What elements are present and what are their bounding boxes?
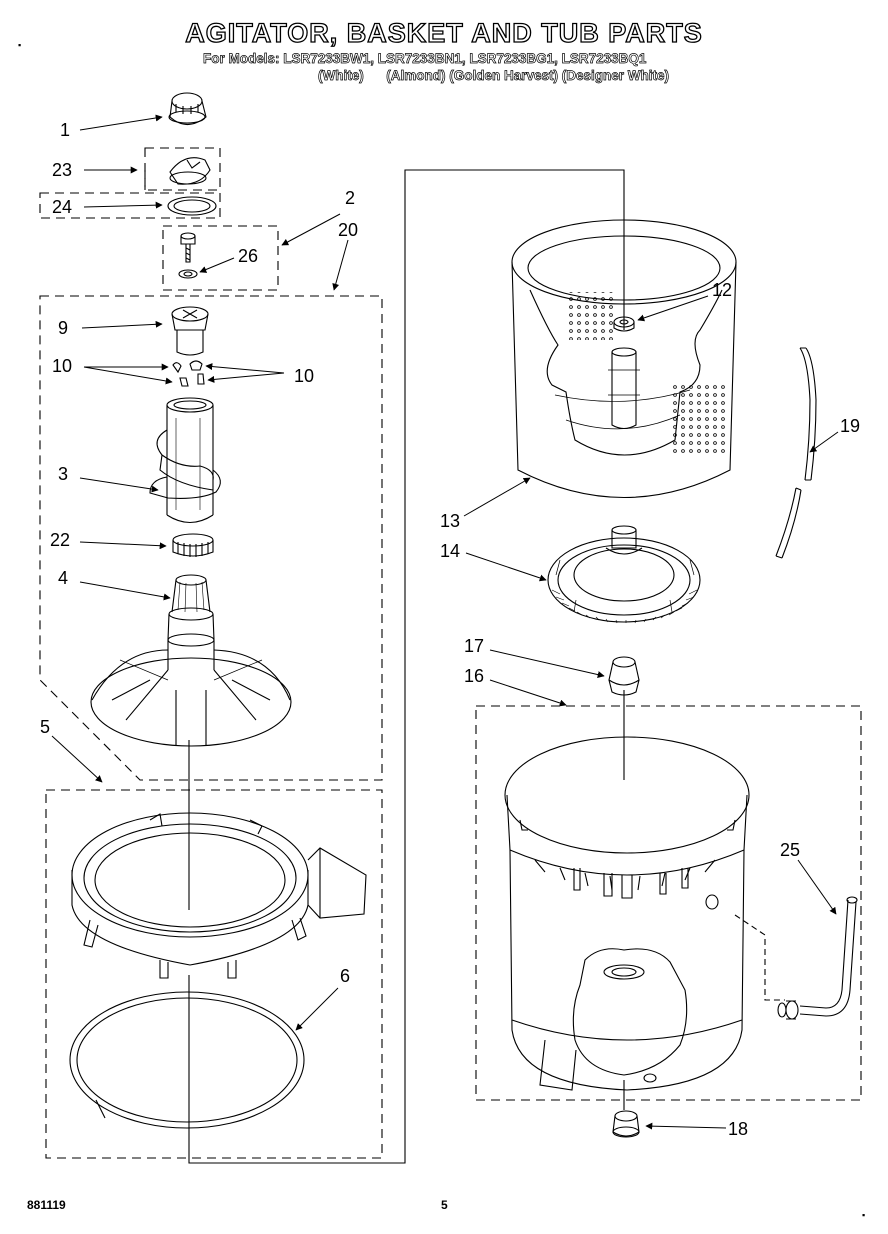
bolt-washer-part <box>178 232 198 279</box>
callout-9: 9 <box>58 318 68 338</box>
spline-insert-part <box>172 533 214 557</box>
colors-line: (White) (Almond) (Golden Harvest) (Desig… <box>318 68 670 84</box>
group-box-16 <box>475 705 862 1101</box>
document-number: 881119 <box>27 1198 66 1212</box>
callout-2: 2 <box>345 188 355 208</box>
callout-5: 5 <box>40 717 50 737</box>
tub-ring-part <box>71 812 367 979</box>
tub-seal-part <box>775 347 817 559</box>
basket-nut-part <box>613 316 635 332</box>
callout-6: 6 <box>340 966 350 986</box>
group-box-23 <box>39 147 221 219</box>
group-box-26 <box>162 225 279 291</box>
callout-13: 13 <box>440 511 460 531</box>
callout-10-right: 10 <box>294 366 314 386</box>
page-number: 5 <box>441 1198 448 1212</box>
shaft-seal-part <box>608 656 640 696</box>
callout-12: 12 <box>712 280 732 300</box>
callout-18: 18 <box>728 1119 748 1139</box>
group-box-20 <box>39 295 383 781</box>
drain-hose-part <box>777 896 858 1020</box>
basket-part <box>511 219 737 499</box>
agitator-barrel-part <box>149 397 221 524</box>
callout-26: 26 <box>238 246 258 266</box>
adapter-part <box>171 306 209 356</box>
callout-23: 23 <box>52 160 72 180</box>
tub-clamp-part <box>69 991 305 1129</box>
o-ring-part <box>167 196 217 216</box>
callout-20: 20 <box>338 220 358 240</box>
models-line: For Models: LSR7233BW1, LSR7233BN1, LSR7… <box>203 51 647 67</box>
clip-part <box>169 157 211 185</box>
callout-numbers: 1 23 24 2 26 20 9 10 10 3 22 4 5 6 12 19… <box>40 120 860 1139</box>
callout-16: 16 <box>464 666 484 686</box>
hose-connection-line <box>734 914 785 1001</box>
assembly-line-left <box>188 169 625 1164</box>
page-title: AGITATOR, BASKET AND TUB PARTS <box>185 17 703 48</box>
callout-leaders <box>51 114 839 1130</box>
callout-3: 3 <box>58 464 68 484</box>
drive-hub-part <box>547 525 701 623</box>
drive-hub-teeth <box>551 589 698 624</box>
agitator-base-part <box>90 574 292 747</box>
callout-14: 14 <box>440 541 460 561</box>
callout-1: 1 <box>60 120 70 140</box>
corner-mark-top: ▪ <box>18 40 22 50</box>
agitator-dog-parts <box>172 360 205 387</box>
agitator-cap-part <box>168 92 207 126</box>
drive-seal-part <box>612 1110 640 1138</box>
callout-25: 25 <box>780 840 800 860</box>
callout-24: 24 <box>52 197 72 217</box>
callout-22: 22 <box>50 530 70 550</box>
corner-mark-bottom: ▪ <box>862 1210 866 1220</box>
group-box-5 <box>45 789 383 1159</box>
callout-10-left: 10 <box>52 356 72 376</box>
callout-19: 19 <box>840 416 860 436</box>
outer-tub-part <box>504 736 750 1091</box>
callout-17: 17 <box>464 636 484 656</box>
callout-4: 4 <box>58 568 68 588</box>
